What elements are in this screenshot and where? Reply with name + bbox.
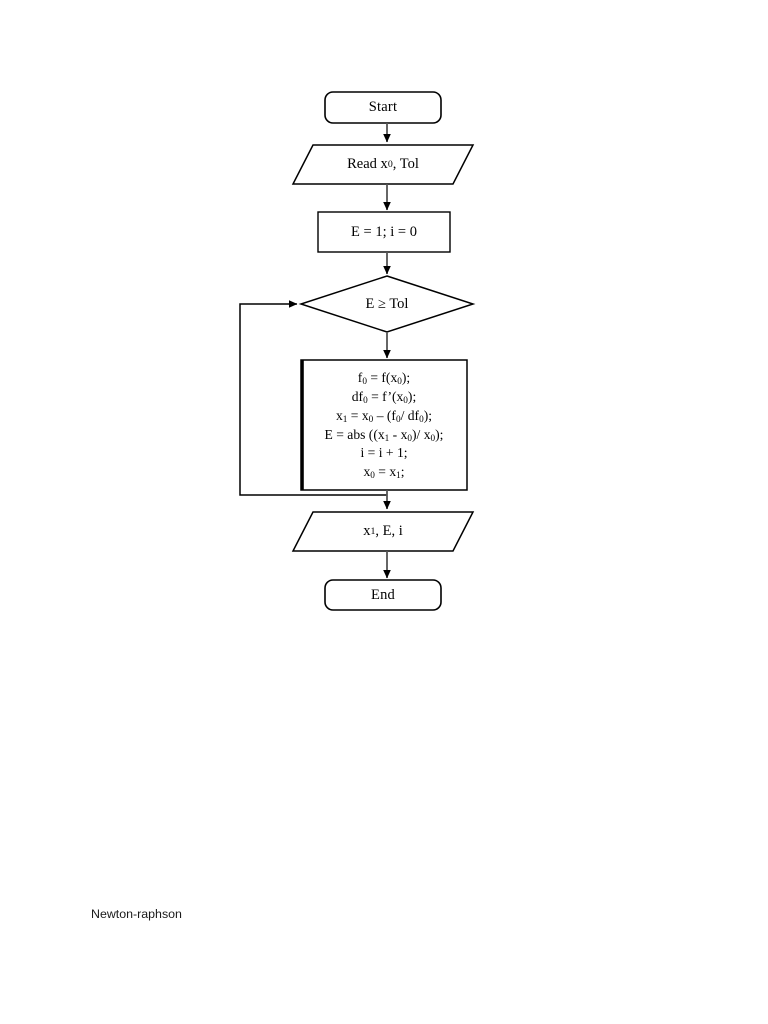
process-line-1: f0 = f(x0); (357, 369, 411, 386)
node-start-shape[interactable] (324, 91, 442, 124)
node-decision-shape[interactable] (298, 275, 476, 333)
node-output-shape[interactable] (291, 511, 475, 552)
node-process-label: f0 = f(x0); df0 = f’(x0); x1 = x0 – (f0/… (301, 361, 467, 489)
process-line-2: df0 = f’(x0); (351, 388, 417, 405)
edge-process-to-decision-loop (239, 300, 387, 496)
node-process-shape[interactable] (300, 359, 468, 491)
figure-caption: Newton-raphson (91, 907, 182, 921)
node-end-shape[interactable] (324, 579, 442, 611)
process-line-6: x0 = x1; (363, 464, 405, 481)
node-init-shape[interactable] (317, 211, 451, 253)
process-line-3: x1 = x0 – (f0/ df0); (335, 407, 433, 424)
node-read-shape[interactable] (291, 144, 475, 185)
process-line-5: i = i + 1; (360, 445, 408, 461)
process-line-4: E = abs ((x1 - x0)/ x0); (324, 426, 444, 443)
